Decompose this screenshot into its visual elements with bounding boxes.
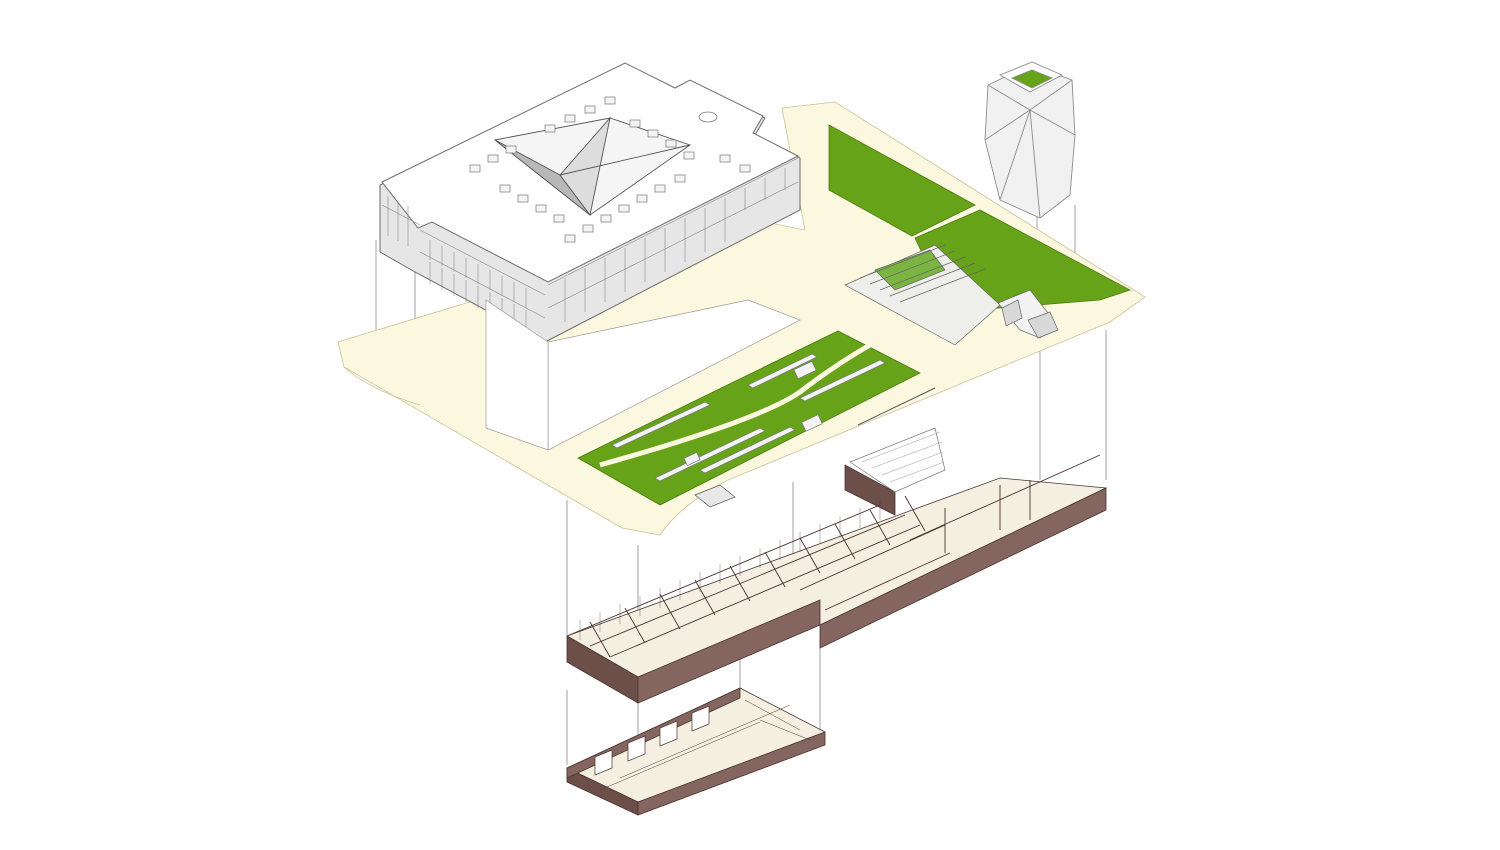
basement-2-rooms	[594, 705, 710, 776]
roof-glass-canopy	[493, 116, 691, 217]
roof-hatch	[698, 111, 718, 123]
courtyard-benches	[611, 353, 886, 482]
basement-1-structure-grid	[566, 454, 1101, 658]
basement-level-2	[566, 687, 826, 816]
amphitheater-steps	[844, 244, 1059, 346]
roof-skylights	[469, 96, 751, 243]
faceted-tower	[984, 61, 1076, 219]
basement-1-atrium-steps	[849, 427, 946, 493]
building-facade-windows	[381, 157, 799, 332]
basement-level-1	[566, 427, 1108, 704]
courtyard-lawn	[577, 330, 936, 508]
historic-building	[379, 62, 801, 451]
courtyard-stair	[694, 484, 736, 508]
tower-roof-garden	[1010, 69, 1054, 89]
